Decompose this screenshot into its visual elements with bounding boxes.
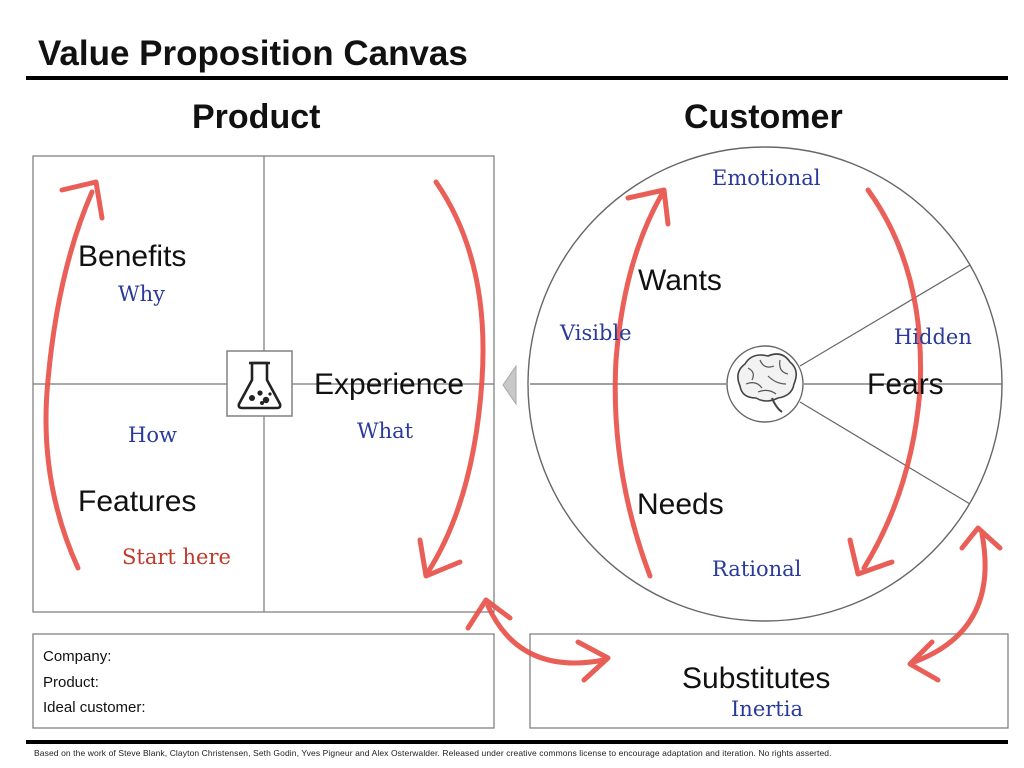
- what-label: What: [357, 419, 414, 443]
- page-title: Value Proposition Canvas: [38, 34, 468, 73]
- substitutes-label: Substitutes: [682, 662, 831, 695]
- product-label: Product:: [43, 674, 99, 691]
- arrow-emotional-to-rational: [847, 187, 924, 577]
- footer-rule: [26, 740, 1008, 744]
- why-label: Why: [118, 282, 165, 306]
- flask-icon: [226, 350, 293, 417]
- start-here-note: Start here: [122, 545, 231, 569]
- hidden-label: Hidden: [894, 325, 972, 349]
- ideal-customer-label: Ideal customer:: [43, 699, 146, 716]
- inertia-label: Inertia: [731, 697, 803, 721]
- circle-divider-upper: [799, 264, 971, 367]
- company-label: Company:: [43, 648, 112, 665]
- arrow-needs-to-wants: [612, 187, 671, 579]
- footer-credits: Based on the work of Steve Blank, Clayto…: [34, 748, 832, 758]
- arrow-substitutes-fears: [907, 525, 1003, 683]
- wants-label: Wants: [638, 264, 722, 297]
- fit-triangle: [502, 364, 517, 406]
- experience-label: Experience: [314, 368, 465, 401]
- customer-heading: Customer: [684, 98, 843, 136]
- info-box: [32, 633, 495, 729]
- features-label: Features: [78, 485, 197, 518]
- how-label: How: [128, 423, 177, 447]
- arrow-product-substitutes: [465, 597, 611, 683]
- benefits-label: Benefits: [78, 240, 187, 273]
- substitutes-box: [529, 633, 1009, 729]
- needs-label: Needs: [637, 488, 724, 521]
- fears-label: Fears: [867, 368, 944, 401]
- title-underline: [26, 76, 1008, 80]
- circle-divider-lower: [799, 401, 971, 505]
- product-heading: Product: [192, 98, 321, 136]
- rational-label: Rational: [712, 557, 802, 581]
- visible-label: Visible: [560, 321, 632, 345]
- arrow-top-to-bottom-product: [417, 179, 486, 579]
- arrow-features-to-benefits: [43, 179, 105, 571]
- brain-icon: [726, 345, 804, 423]
- emotional-label: Emotional: [712, 166, 821, 190]
